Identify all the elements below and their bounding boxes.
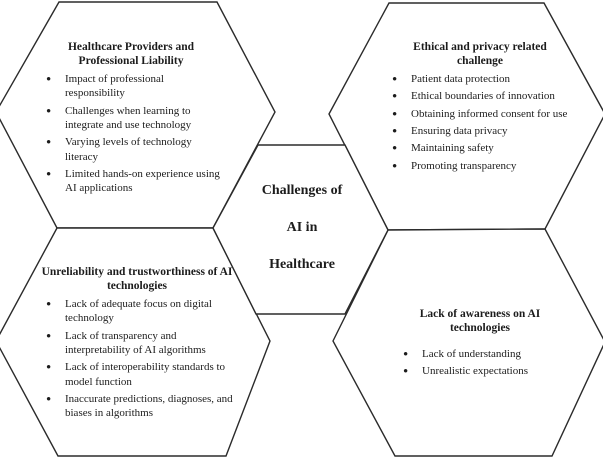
- list-item: Impact of professional responsibility: [46, 71, 224, 101]
- hexagon-bullet-list: Patient data protection Ethical boundari…: [384, 71, 576, 177]
- hexagon-title: Ethical and privacy related challenge: [413, 41, 547, 68]
- list-item: Ensuring data privacy: [392, 123, 576, 143]
- hexagon-lack-of-awareness: Lack of awareness on AI technologies Lac…: [382, 307, 578, 383]
- list-item: Lack of interoperability standards to mo…: [46, 359, 236, 389]
- list-item: Lack of transparency and interpretabilit…: [46, 328, 236, 358]
- list-item: Limited hands-on experience using AI app…: [46, 166, 224, 196]
- list-item: Lack of understanding: [403, 346, 578, 366]
- hexagon-outline-center: [212, 144, 389, 315]
- list-item: Lack of adequate focus on digital techno…: [46, 296, 236, 326]
- hexagon-unreliability: Unreliability and trustworthiness of AI …: [38, 265, 236, 423]
- hexagon-title: Unreliability and trustworthiness of AI …: [41, 266, 233, 293]
- list-item: Obtaining informed consent for use: [392, 106, 576, 126]
- list-item: Patient data protection: [392, 71, 576, 91]
- hexagon-ethical-privacy: Ethical and privacy related challenge Pa…: [384, 40, 576, 177]
- hexagon-title: Healthcare Providers and Professional Li…: [67, 41, 195, 68]
- list-item: Unrealistic expectations: [403, 363, 578, 383]
- list-item: Challenges when learning to integrate an…: [46, 103, 224, 133]
- hexagon-bullet-list: Lack of understanding Unrealistic expect…: [382, 346, 578, 383]
- center-title-line: Challenges of: [261, 183, 343, 198]
- hexagon-bullet-list: Impact of professional responsibility Ch…: [38, 71, 224, 196]
- hexagon-healthcare-providers: Healthcare Providers and Professional Li…: [38, 40, 224, 198]
- list-item: Varying levels of technology literacy: [46, 134, 224, 164]
- hexagon-bullet-list: Lack of adequate focus on digital techno…: [38, 296, 236, 421]
- hexagon-title: Lack of awareness on AI technologies: [419, 308, 541, 335]
- list-item: Maintaining safety: [392, 140, 576, 160]
- center-title-line: Healthcare: [269, 257, 335, 272]
- list-item: Ethical boundaries of innovation: [392, 88, 576, 108]
- center-title-line: AI in: [286, 220, 318, 235]
- center-title: Challenges of AI in Healthcare: [232, 172, 372, 283]
- list-item: Inaccurate predictions, diagnoses, and b…: [46, 391, 236, 421]
- list-item: Promoting transparency: [392, 157, 576, 177]
